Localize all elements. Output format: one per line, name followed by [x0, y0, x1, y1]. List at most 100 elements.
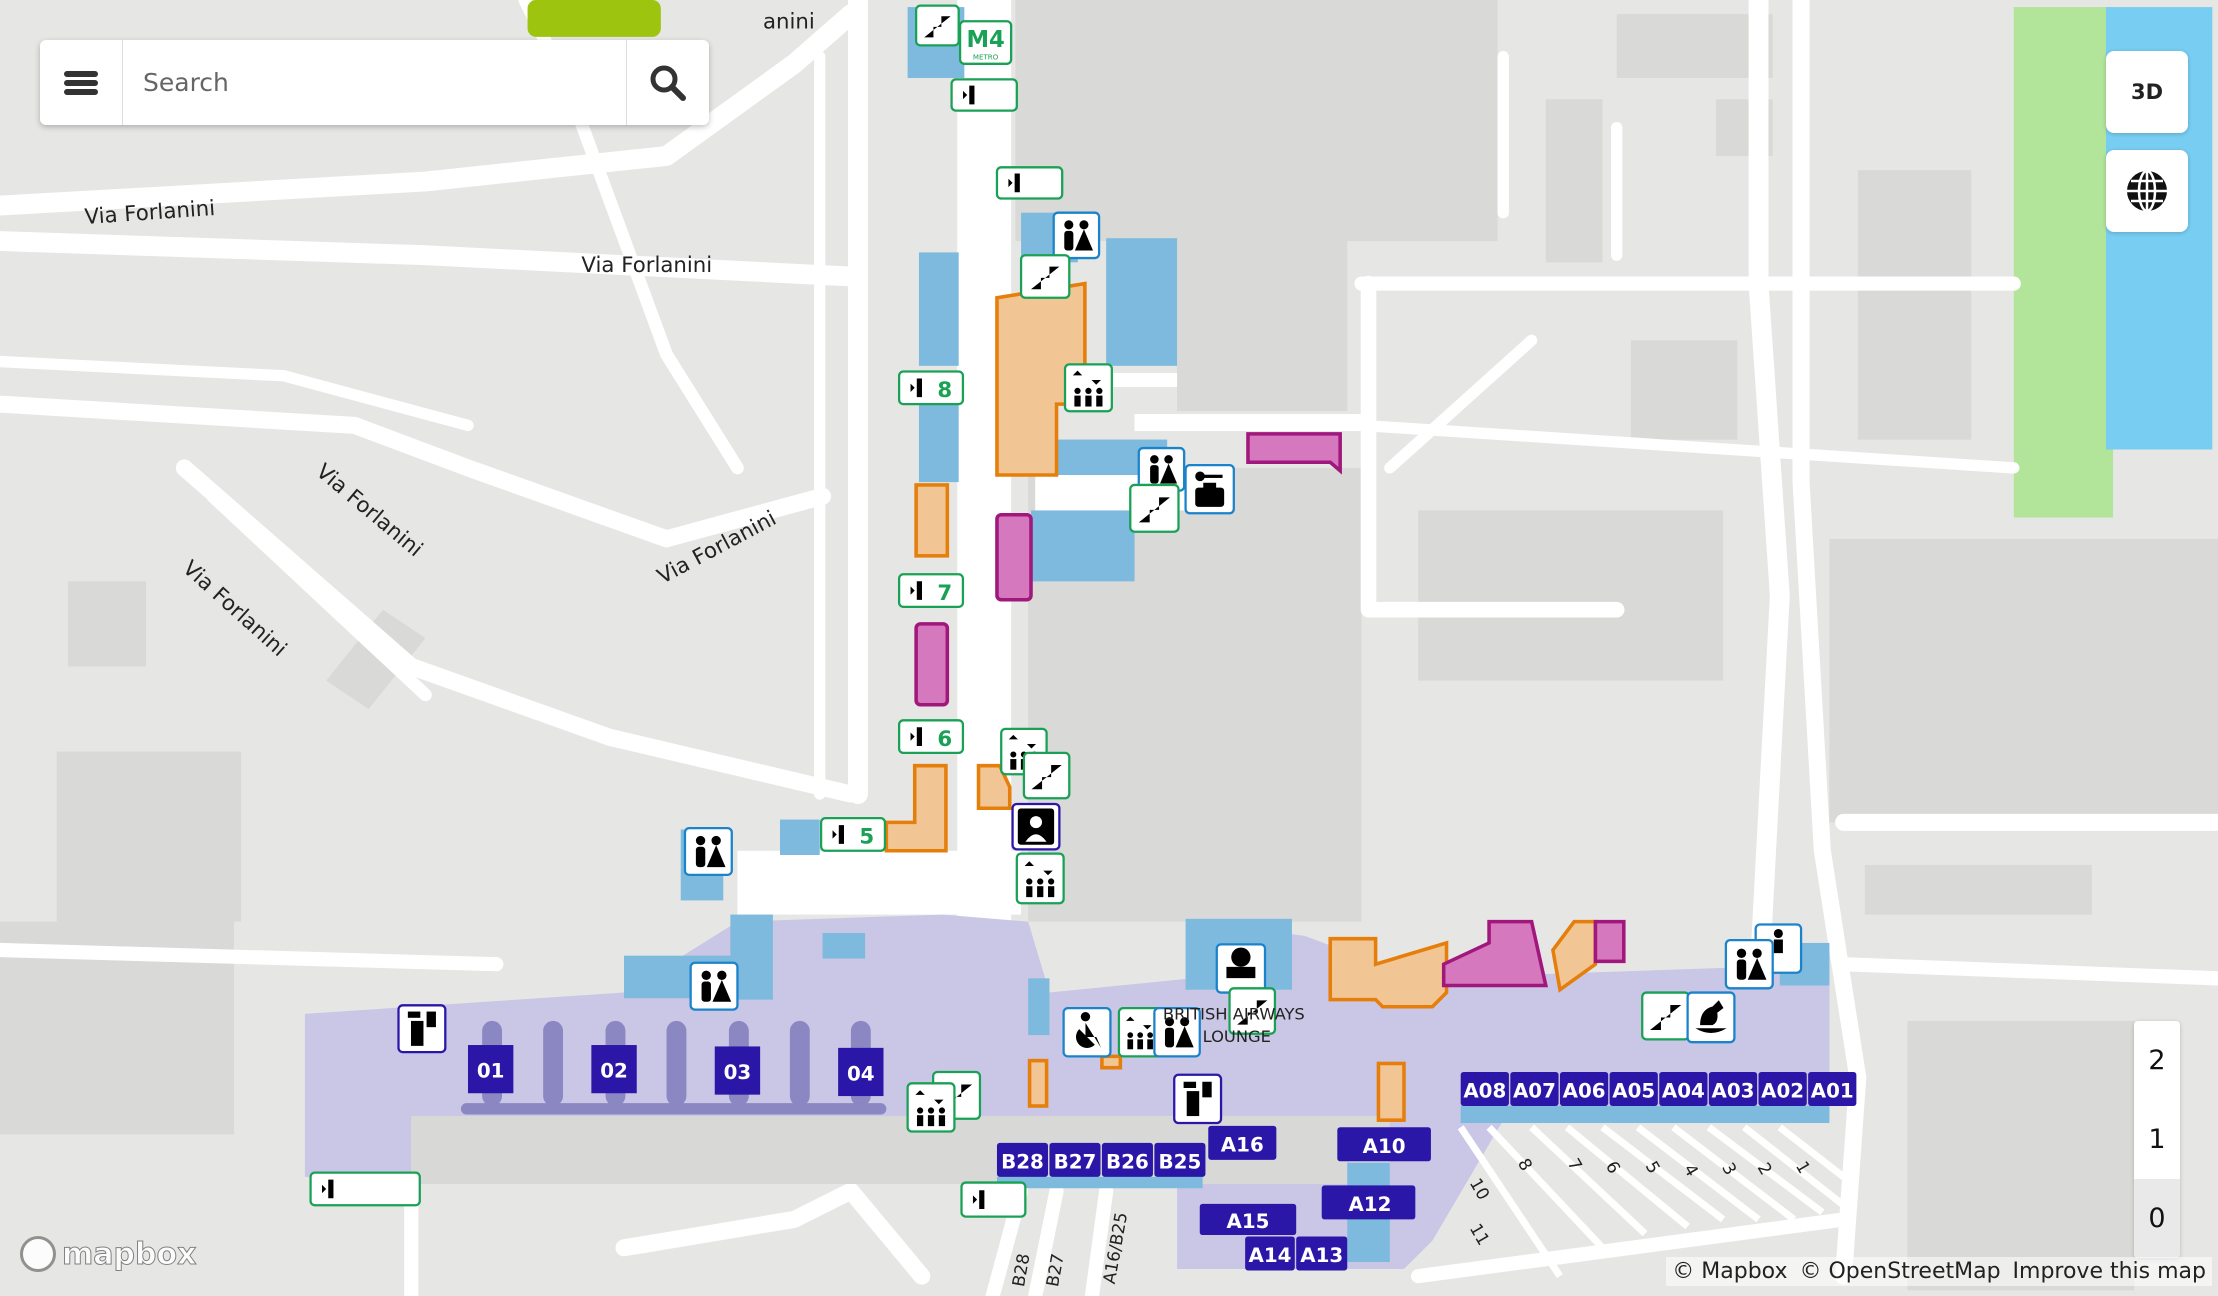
- gate-A01[interactable]: A01: [1808, 1071, 1857, 1106]
- gate-A13[interactable]: A13: [1296, 1236, 1348, 1271]
- stairs-icon[interactable]: [1019, 254, 1071, 299]
- hamburger-menu-icon: [64, 68, 98, 98]
- gate-B27[interactable]: B27: [1049, 1142, 1101, 1177]
- svg-text:A05: A05: [1612, 1079, 1655, 1102]
- toilets-icon[interactable]: [683, 826, 733, 877]
- gate-A02[interactable]: A02: [1758, 1071, 1807, 1106]
- attribution: © Mapbox © OpenStreetMap Improve this ma…: [1666, 1257, 2212, 1286]
- globe-button[interactable]: [2106, 150, 2188, 232]
- stairs-icon[interactable]: [1129, 483, 1180, 533]
- entrance-7[interactable]: 7: [897, 573, 965, 609]
- svg-text:A02: A02: [1761, 1079, 1804, 1102]
- gate-A06[interactable]: A06: [1559, 1071, 1609, 1106]
- gate-A07[interactable]: A07: [1510, 1071, 1559, 1106]
- accessibility-icon[interactable]: [1062, 1007, 1112, 1058]
- mapbox-attribution-link[interactable]: © Mapbox: [1672, 1259, 1788, 1284]
- gate-A14[interactable]: A14: [1245, 1236, 1295, 1271]
- toilets-icon[interactable]: [1724, 938, 1774, 990]
- search-button[interactable]: [626, 40, 709, 125]
- escalator-icon[interactable]: [906, 1082, 956, 1133]
- svg-text:B25: B25: [1159, 1150, 1202, 1173]
- mapbox-logo[interactable]: mapbox: [20, 1236, 197, 1272]
- search-input[interactable]: [123, 40, 626, 125]
- gate-B28[interactable]: B28: [996, 1142, 1049, 1177]
- svg-text:A06: A06: [1563, 1079, 1606, 1102]
- stairs-icon[interactable]: [1641, 991, 1691, 1041]
- svg-text:5: 5: [859, 825, 874, 850]
- gate-A05[interactable]: A05: [1609, 1071, 1658, 1106]
- svg-text:A15: A15: [1226, 1210, 1269, 1233]
- information-desk-icon[interactable]: [1011, 802, 1061, 851]
- escalator-icon[interactable]: [1015, 852, 1065, 905]
- entrance-icon[interactable]: [309, 1171, 421, 1207]
- svg-text:B27: B27: [1054, 1150, 1097, 1173]
- svg-text:A10: A10: [1363, 1135, 1406, 1158]
- 3d-view-button[interactable]: 3D: [2106, 51, 2188, 133]
- magnifier-icon: [650, 65, 686, 101]
- park-area: [2013, 7, 2114, 518]
- svg-text:04: 04: [847, 1062, 875, 1085]
- toilets-icon[interactable]: [1153, 1007, 1201, 1058]
- svg-text:M4: M4: [966, 27, 1004, 53]
- street-label: anini: [763, 9, 815, 34]
- mapbox-logo-icon: [20, 1236, 56, 1272]
- kids-play-area-icon[interactable]: [1686, 991, 1736, 1044]
- svg-text:A12: A12: [1348, 1193, 1391, 1216]
- svg-text:01: 01: [477, 1060, 505, 1083]
- escalator-icon[interactable]: [1063, 363, 1113, 413]
- improve-map-link[interactable]: Improve this map: [2012, 1259, 2206, 1284]
- gate-A08[interactable]: A08: [1460, 1071, 1509, 1106]
- floor-0-button[interactable]: 0: [2134, 1179, 2180, 1258]
- floor-selector: 2 1 0: [2134, 1021, 2180, 1258]
- entrance-icon[interactable]: [950, 78, 1018, 112]
- svg-text:7: 7: [937, 581, 952, 606]
- gate-A12[interactable]: A12: [1321, 1185, 1416, 1220]
- floor-1-button[interactable]: 1: [2148, 1124, 2166, 1155]
- floor-2-button[interactable]: 2: [2148, 1045, 2166, 1076]
- svg-text:02: 02: [600, 1060, 628, 1083]
- stairs-icon[interactable]: [914, 4, 960, 47]
- gate-04[interactable]: 04: [838, 1047, 884, 1097]
- gate-B26[interactable]: B26: [1101, 1142, 1153, 1177]
- entrance-icon[interactable]: [960, 1181, 1027, 1218]
- gate-A16[interactable]: A16: [1208, 1125, 1277, 1160]
- mapbox-logo-text: mapbox: [61, 1236, 197, 1272]
- gate-01[interactable]: 01: [467, 1045, 514, 1094]
- svg-text:03: 03: [724, 1061, 752, 1084]
- gate-A10[interactable]: A10: [1337, 1127, 1431, 1162]
- lounge-label: BRITISH AIRWAYS: [1163, 1005, 1305, 1024]
- toilets-icon[interactable]: [1052, 211, 1101, 260]
- gate-02[interactable]: 02: [591, 1045, 637, 1094]
- svg-text:A07: A07: [1513, 1079, 1556, 1102]
- transit-sign: [527, 0, 661, 37]
- gate-A04[interactable]: A04: [1659, 1071, 1708, 1106]
- svg-text:B28: B28: [1001, 1150, 1044, 1173]
- gate-labels: 01 02 03 04 A08 A07 A06 A05 A04 A03 A02 …: [467, 1045, 1857, 1271]
- entrance-8[interactable]: 8: [897, 370, 965, 406]
- menu-button[interactable]: [40, 40, 123, 125]
- osm-attribution-link[interactable]: © OpenStreetMap: [1799, 1259, 2001, 1284]
- security-check-icon[interactable]: [397, 1004, 447, 1054]
- svg-text:A04: A04: [1662, 1079, 1705, 1102]
- gate-A15[interactable]: A15: [1199, 1203, 1297, 1236]
- svg-text:A13: A13: [1300, 1244, 1343, 1267]
- stairs-icon[interactable]: [1022, 751, 1071, 800]
- stairs-icon[interactable]: [1228, 987, 1277, 1035]
- entrance-icon[interactable]: [995, 166, 1064, 200]
- gate-03[interactable]: 03: [714, 1046, 761, 1095]
- security-check-icon[interactable]: [1173, 1073, 1223, 1125]
- svg-text:B26: B26: [1106, 1150, 1149, 1173]
- luggage-storage-icon[interactable]: [1184, 463, 1235, 515]
- vip-lounge-icon[interactable]: [1215, 943, 1267, 994]
- 3d-label: 3D: [2130, 80, 2164, 104]
- toilets-icon[interactable]: [689, 961, 739, 1011]
- entrance-5[interactable]: 5: [819, 817, 887, 852]
- street-label: Via Forlanini: [581, 253, 712, 278]
- svg-text:6: 6: [937, 727, 952, 752]
- gate-B25[interactable]: B25: [1154, 1142, 1206, 1177]
- svg-text:A03: A03: [1711, 1079, 1754, 1102]
- gate-A03[interactable]: A03: [1708, 1071, 1758, 1106]
- entrance-6[interactable]: 6: [897, 719, 965, 755]
